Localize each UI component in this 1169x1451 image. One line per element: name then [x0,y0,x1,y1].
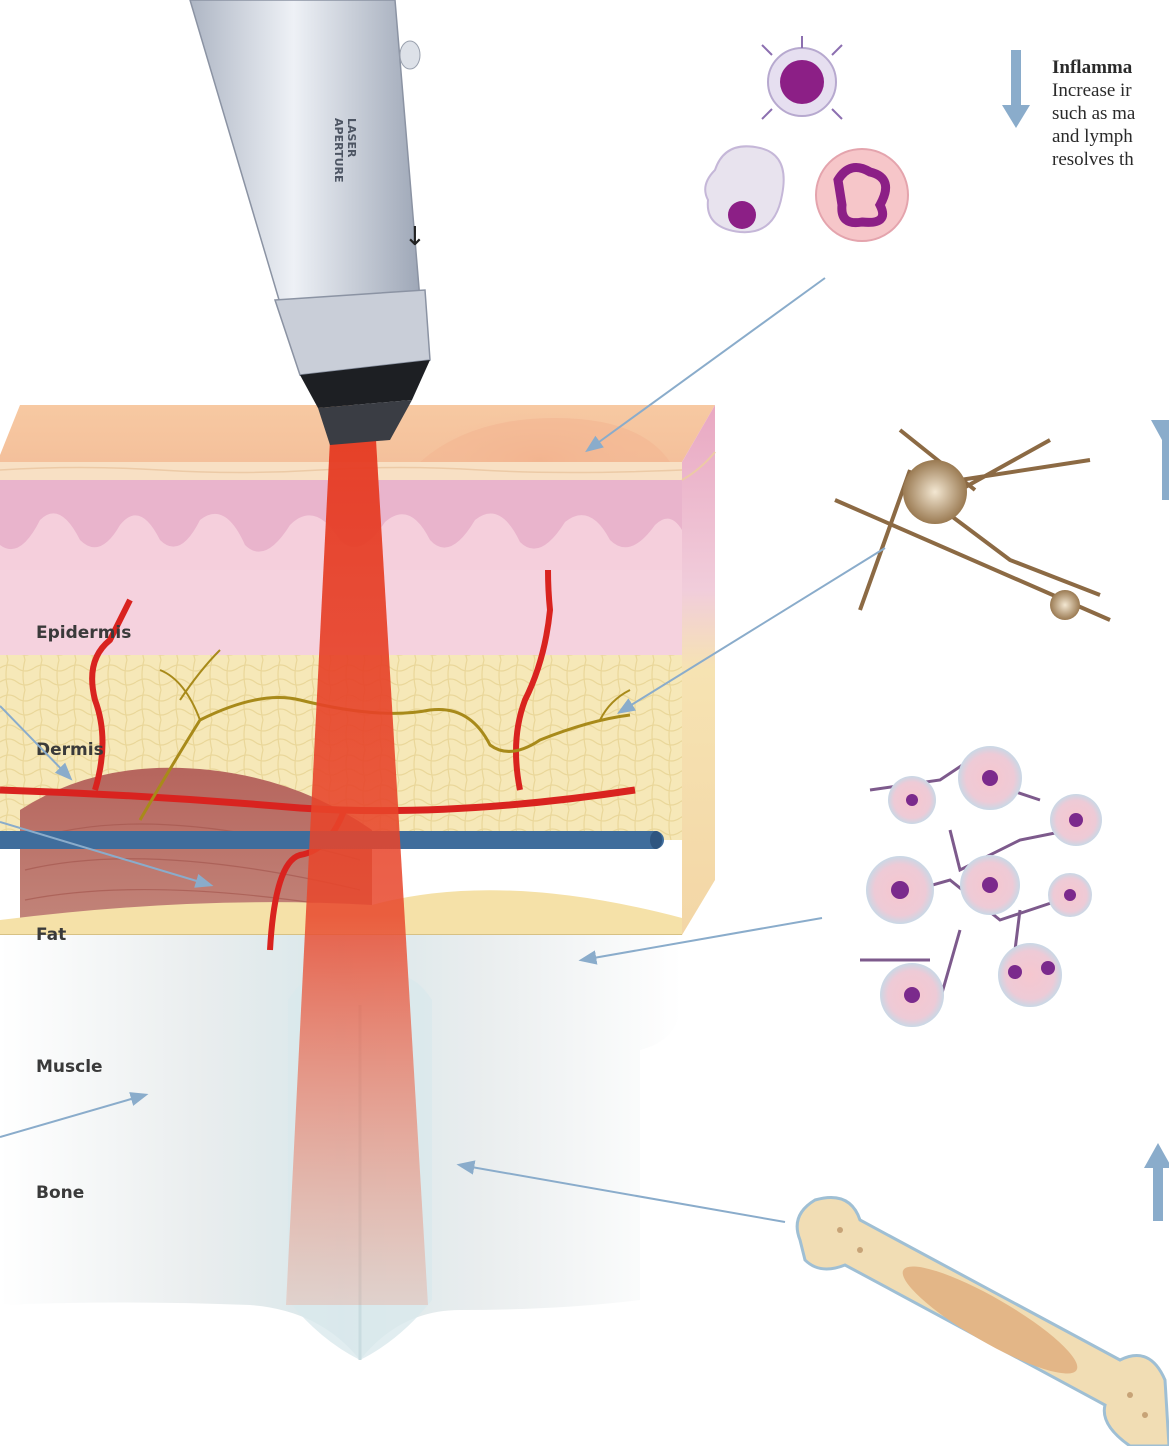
callout-line: such as ma [1052,102,1169,125]
callout-line: and lymph [1052,125,1169,148]
long-bone-icon [797,1198,1169,1447]
arrow-down-icon [1002,50,1030,128]
adipocyte-cluster-icon [860,746,1102,1027]
callout-title: Inflamma [1052,56,1169,79]
callout-line: Increase ir [1052,79,1169,102]
immune-cells-icon [705,36,908,241]
inflammation-callout: Inflamma Increase ir such as ma and lymp… [1052,56,1169,171]
arrow-up-icon [1151,420,1169,500]
pointer-lines [0,278,885,1222]
arrow-up-icon [1144,1143,1169,1221]
callout-line: resolves th [1052,148,1169,171]
neuron-icon [835,430,1110,620]
